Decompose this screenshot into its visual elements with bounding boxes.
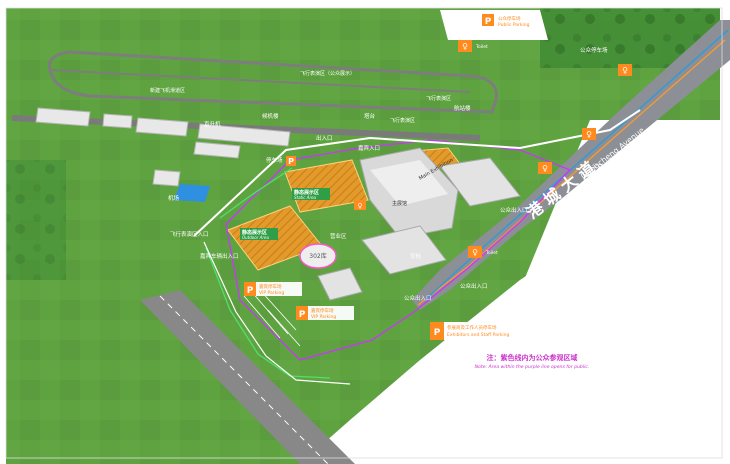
vip-parking-sign-2: P 嘉宾停车场 VIP Parking [296, 306, 354, 320]
hangar-302 [299, 243, 337, 269]
toilet-icon: ♀ [618, 64, 632, 76]
terminal-building [197, 123, 291, 147]
svg-text:♀: ♀ [357, 202, 362, 210]
taxi-loop [47, 50, 498, 114]
gangcheng-avenue [412, 20, 730, 310]
toilet-icon: ♀ Toilet [468, 246, 498, 258]
svg-text:机场: 机场 [168, 194, 180, 202]
avenue-lanes [417, 39, 726, 306]
svg-text:♀: ♀ [622, 66, 628, 75]
avenue-blue-lane [424, 29, 729, 301]
svg-text:P: P [485, 17, 492, 27]
svg-text:P: P [299, 310, 306, 320]
svg-text:安检: 安检 [410, 252, 422, 260]
svg-text:♀: ♀ [586, 130, 592, 139]
svg-text:静态展示区: 静态展示区 [294, 189, 319, 196]
public-parking-sign: P 公众停车场 Public Parking [440, 10, 548, 40]
svg-text:Outdoor Area: Outdoor Area [242, 235, 269, 240]
toilet-icon: ♀ [354, 200, 366, 210]
hangar-label: 302库 [309, 252, 326, 260]
svg-text:Toilet: Toilet [485, 250, 498, 256]
building [35, 107, 91, 127]
misc-labels: 公众停车场 出入口 飞行表演区入口 嘉宾车辆出入口 公众出入口 公众出入口 公交… [168, 46, 631, 302]
svg-text:公众停车场: 公众停车场 [498, 15, 521, 22]
svg-text:VIP Parking: VIP Parking [311, 314, 336, 320]
parking-lines [243, 289, 301, 347]
svg-text:候机楼: 候机楼 [262, 112, 279, 120]
svg-text:♀: ♀ [472, 248, 478, 257]
svg-text:Public Parking: Public Parking [498, 22, 530, 28]
svg-text:嘉宾车辆出入口: 嘉宾车辆出入口 [200, 252, 239, 260]
exhibition-hall-4 [317, 267, 363, 301]
svg-text:P: P [247, 286, 254, 296]
public-zone-border [225, 139, 572, 361]
svg-text:Note: Area within the purple l: Note: Area within the purple line opens … [475, 364, 590, 370]
building [135, 117, 189, 137]
svg-text:嘉宾停车场: 嘉宾停车场 [259, 283, 282, 290]
flight-area-label-3: 飞行表演区 [426, 95, 451, 102]
open-area [330, 120, 730, 464]
exhibition-hall-3 [361, 225, 447, 275]
exhibition-hall-2 [439, 157, 521, 207]
grass-patch [6, 160, 66, 280]
svg-text:公众出入口: 公众出入口 [500, 206, 528, 214]
building [193, 141, 241, 159]
blue-zone [174, 184, 210, 202]
toilet-icon: ♀ Toilet [458, 40, 488, 52]
vip-parking-sign-1: P 嘉宾停车场 VIP Parking [244, 282, 302, 296]
svg-text:P: P [434, 328, 441, 338]
runway [140, 290, 355, 464]
svg-text:VIP Parking: VIP Parking [259, 290, 284, 296]
static-area-sign-2: 静态展示区 Outdoor Area [240, 228, 278, 240]
svg-text:参展商工作人员入口: 参展商工作人员入口 [570, 242, 620, 250]
svg-text:♀: ♀ [462, 42, 468, 51]
parking-sign-left: P [286, 156, 296, 166]
svg-text:Toilet: Toilet [475, 44, 488, 50]
svg-text:注：紫色线内为公众参观区域: 注：紫色线内为公众参观区域 [487, 353, 578, 362]
svg-text:参展商及工作人员停车场: 参展商及工作人员停车场 [447, 324, 497, 331]
building [152, 169, 181, 187]
svg-text:公众停车场: 公众停车场 [580, 46, 608, 54]
toilet-icon: ♀ [538, 162, 552, 174]
svg-text:嘉宾停车场: 嘉宾停车场 [311, 307, 334, 314]
svg-text:嘉宾入口: 嘉宾入口 [358, 144, 380, 152]
taxiway-label: 新建飞机滑道区 [150, 87, 185, 94]
svg-text:直升机: 直升机 [204, 120, 221, 128]
site-boundary [193, 109, 641, 237]
svg-text:主展馆: 主展馆 [392, 200, 407, 207]
staff-parking-sign: P 参展商及工作人员停车场 Exhibitors and Staff Parki… [430, 322, 530, 340]
svg-text:出入口: 出入口 [316, 134, 333, 142]
svg-text:飞行表演区入口: 飞行表演区入口 [170, 230, 209, 238]
svg-text:公交大巴停车场: 公交大巴停车场 [592, 162, 631, 170]
svg-text:营业区: 营业区 [330, 232, 347, 240]
building [102, 113, 133, 129]
svg-text:公众出入口: 公众出入口 [460, 282, 488, 290]
svg-text:公众出入口: 公众出入口 [404, 294, 432, 302]
svg-text:航站楼: 航站楼 [454, 104, 471, 112]
flight-area-label-1: 飞行表演区（公众展示） [300, 70, 355, 77]
public-zone-note: 注：紫色线内为公众参观区域 Note: Area within the purp… [475, 353, 590, 370]
svg-text:停车场: 停车场 [266, 156, 283, 164]
flight-area-label-2: 飞行表演区 [390, 117, 415, 124]
svg-text:塔台: 塔台 [364, 112, 376, 120]
toilet-icon: ♀ [582, 128, 596, 140]
svg-text:Exhibitors and Staff Parking: Exhibitors and Staff Parking [447, 332, 509, 338]
static-area-sign-1: 静态展示区 Static Area [292, 188, 330, 200]
svg-text:P: P [288, 157, 294, 166]
svg-text:♀: ♀ [542, 164, 548, 173]
svg-text:静态展示区: 静态展示区 [242, 229, 267, 236]
svg-text:Static Area: Static Area [294, 195, 317, 200]
